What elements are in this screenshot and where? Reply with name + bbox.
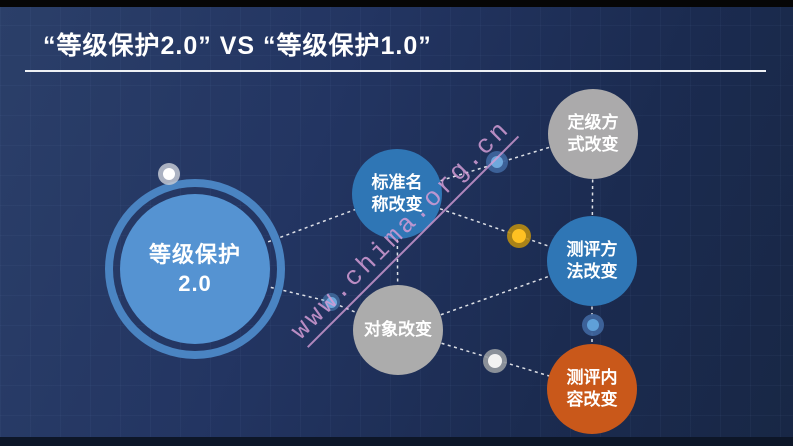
decor-dot-blue-top [486, 151, 508, 173]
title-underline [25, 70, 766, 72]
decor-dot-blue-left [322, 293, 340, 311]
node-label-line1: 标准名 [371, 172, 423, 192]
decor-dot-yellow [507, 224, 531, 248]
node-dengji-baohu-2-0: 等级保护 2.0 [120, 194, 270, 344]
node-label-line2: 称改变 [371, 195, 423, 214]
node-object-change: 对象改变 [353, 285, 443, 375]
node-evaluation-method-change: 测评方 法改变 [547, 216, 637, 306]
page-title: “等级保护2.0” VS “等级保护1.0” [43, 32, 432, 60]
top-black-bar [0, 0, 793, 7]
decor-dot-white-bottom [483, 349, 507, 373]
node-label-line1: 测评内 [566, 367, 618, 387]
node-label-line1: 测评方 [566, 239, 618, 259]
node-label-line1: 等级保护 [148, 241, 241, 267]
node-label-line2: 容改变 [566, 390, 618, 409]
node-standard-name-change: 标准名 称改变 [352, 149, 442, 239]
node-label-line2: 2.0 [178, 271, 212, 296]
decor-dot-blue-bottom [582, 314, 604, 336]
node-evaluation-content-change: 测评内 容改变 [547, 344, 637, 434]
node-label-line1: 对象改变 [364, 319, 432, 339]
main-node-ring [105, 179, 285, 359]
bottom-dark-bar [0, 437, 793, 446]
decor-dot-white-on-ring [158, 163, 180, 185]
node-label-line2: 法改变 [566, 262, 618, 281]
node-label-line1: 定级方 [567, 112, 619, 132]
node-label-line2: 式改变 [567, 135, 619, 154]
node-grading-method-change: 定级方 式改变 [548, 89, 638, 179]
